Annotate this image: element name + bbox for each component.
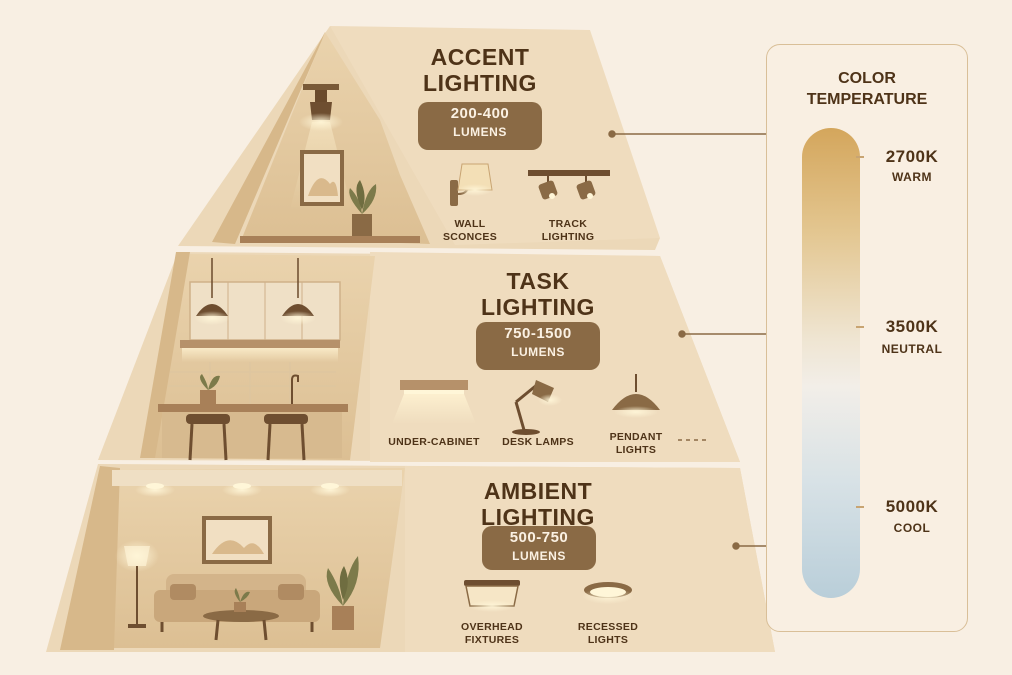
accent-lumens-unit: LUMENS <box>453 125 507 139</box>
accent-title: ACCENT LIGHTING <box>400 44 560 96</box>
temp-tick-3500 <box>856 326 864 328</box>
color-temperature-panel <box>766 44 968 632</box>
temp-label-warm: WARM <box>892 170 932 184</box>
accent-fixture-1-line2: SCONCES <box>442 231 498 243</box>
accent-tier <box>178 26 660 250</box>
accent-fixture-2-line2: LIGHTING <box>541 231 595 243</box>
accent-lumens-value: 200-400 <box>450 105 510 122</box>
temp-label-neutral: NEUTRAL <box>881 342 943 356</box>
task-fixture-label-2: DESK LAMPS <box>496 436 580 449</box>
color-temperature-gradient-bar <box>802 128 860 598</box>
accent-lumens-badge: 200-400 LUMENS <box>418 102 542 150</box>
accent-fixture-label-2: TRACK LIGHTING <box>528 218 608 244</box>
task-lumens-unit: LUMENS <box>511 345 565 359</box>
track-lighting-icon <box>528 170 610 200</box>
ambient-lumens-value: 500-750 <box>509 529 569 546</box>
pendant-light-icon <box>612 374 660 418</box>
ambient-tier <box>46 464 775 652</box>
task-fixture-2-line1: DESK LAMPS <box>502 436 574 448</box>
under-cabinet-icon <box>392 380 476 424</box>
connector-lines <box>608 130 766 550</box>
ambient-title-line1: AMBIENT <box>483 478 593 504</box>
accent-fixture-1-line1: WALL <box>454 218 486 230</box>
ambient-title-line2: LIGHTING <box>481 504 595 530</box>
task-fixture-label-3: PENDANT LIGHTS <box>596 431 676 457</box>
color-temperature-title: COLOR TEMPERATURE <box>790 68 944 110</box>
task-fixture-3-line2: LIGHTS <box>615 444 657 456</box>
color-temperature-title-line1: COLOR <box>838 70 896 87</box>
task-lumens-badge: 750-1500 LUMENS <box>476 322 600 370</box>
task-title: TASK LIGHTING <box>458 268 618 320</box>
accent-fixture-label-1: WALL SCONCES <box>430 218 510 244</box>
temp-tick-2700 <box>856 156 864 158</box>
task-fixture-3-line1: PENDANT <box>609 431 663 443</box>
temp-label-cool: COOL <box>893 521 931 535</box>
task-title-line2: LIGHTING <box>481 294 595 320</box>
task-fixture-1-line1: UNDER-CABINET <box>388 436 480 448</box>
ambient-fixture-label-2: RECESSED LIGHTS <box>568 621 648 647</box>
kelvin-2700: 2700K <box>885 147 939 166</box>
wall-sconce-icon <box>450 163 493 206</box>
task-lumens-value: 750-1500 <box>504 325 572 342</box>
ambient-fixture-1-line1: OVERHEAD <box>461 621 523 633</box>
ambient-fixture-label-1: OVERHEAD FIXTURES <box>452 621 532 647</box>
ambient-lumens-badge: 500-750 LUMENS <box>482 526 596 570</box>
accent-title-line2: LIGHTING <box>423 70 537 96</box>
kelvin-3500: 3500K <box>885 317 939 336</box>
ambient-fixture-2-line1: RECESSED <box>577 621 639 633</box>
temp-tick-5000 <box>856 506 864 508</box>
desk-lamp-icon <box>512 380 562 435</box>
task-title-line1: TASK <box>506 268 570 294</box>
recessed-light-icon <box>582 582 634 604</box>
overhead-fixture-icon <box>464 580 520 612</box>
accent-fixture-2-line1: TRACK <box>548 218 588 230</box>
ambient-title: AMBIENT LIGHTING <box>458 478 618 530</box>
ambient-lumens-unit: LUMENS <box>512 549 566 563</box>
ambient-fixture-1-line2: FIXTURES <box>464 634 520 646</box>
kelvin-5000: 5000K <box>885 497 939 516</box>
accent-title-line1: ACCENT <box>430 44 530 70</box>
ambient-fixture-2-line2: LIGHTS <box>587 634 629 646</box>
color-temperature-title-line2: TEMPERATURE <box>806 91 928 108</box>
task-fixture-label-1: UNDER-CABINET <box>384 436 484 449</box>
